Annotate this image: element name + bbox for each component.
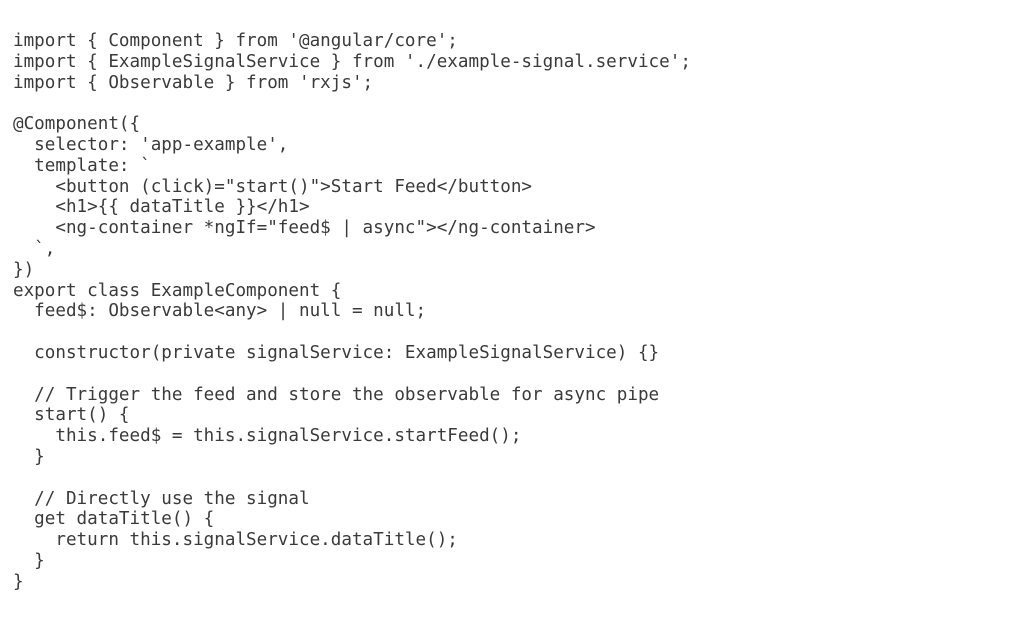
code-line [13, 364, 691, 385]
code-line: // Directly use the signal [13, 488, 310, 509]
code-line: get dataTitle() { [13, 509, 215, 530]
code-line: import { Observable } from 'rxjs'; [13, 72, 374, 93]
code-line: export class ExampleComponent { [13, 280, 342, 301]
code-line: template: ` [13, 155, 151, 176]
code-line: this.feed$ = this.signalService.startFee… [13, 426, 522, 447]
code-line [13, 468, 691, 489]
code-line: <button (click)="start()">Start Feed</bu… [13, 176, 533, 197]
code-line [13, 93, 691, 114]
code-line: import { Component } from '@angular/core… [13, 31, 458, 51]
code-line: `, [13, 238, 56, 259]
code-line: } [13, 550, 45, 571]
code-block: import { Component } from '@angular/core… [13, 31, 691, 593]
code-line: @Component({ [13, 114, 141, 135]
code-line: // Trigger the feed and store the observ… [13, 384, 660, 405]
code-line: start() { [13, 405, 130, 426]
code-line: }) [13, 259, 35, 280]
code-line: import { ExampleSignalService } from './… [13, 51, 691, 72]
code-line: } [13, 571, 24, 592]
code-line: <h1>{{ dataTitle }}</h1> [13, 197, 310, 218]
code-line: } [13, 446, 45, 467]
code-line: feed$: Observable<any> | null = null; [13, 301, 427, 322]
code-line [13, 322, 691, 343]
code-line: constructor(private signalService: Examp… [13, 342, 660, 363]
code-line: selector: 'app-example', [13, 134, 289, 155]
code-line: return this.signalService.dataTitle(); [13, 530, 458, 551]
code-line: <ng-container *ngIf="feed$ | async"></ng… [13, 218, 596, 239]
